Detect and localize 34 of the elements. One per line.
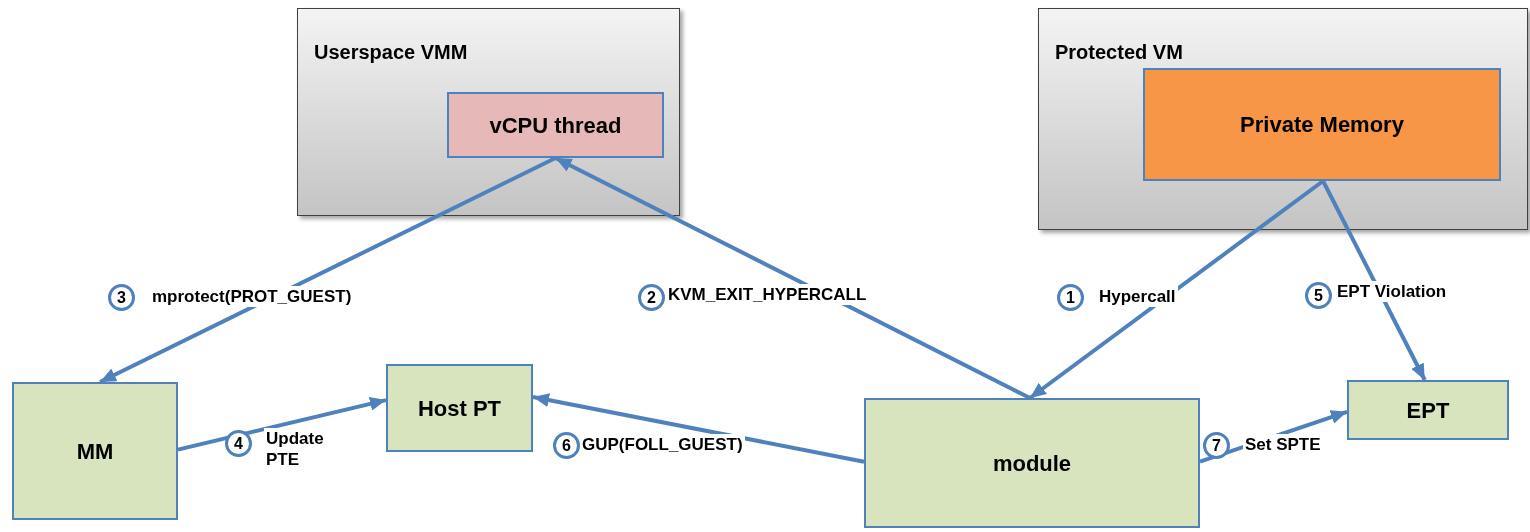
process-box: [447, 92, 664, 158]
node-label: Private Memory: [1240, 111, 1404, 139]
node-label: Host PT: [417, 394, 502, 423]
process-box: [1347, 380, 1509, 440]
node-label: vCPU thread: [489, 111, 622, 140]
node-label: module: [992, 449, 1072, 478]
arrow: [177, 397, 387, 452]
process-box: [386, 364, 533, 452]
step-number: 7: [1203, 432, 1230, 459]
group-title: Userspace VMM: [314, 40, 468, 65]
step-number: 4: [225, 430, 252, 457]
step-number: 1: [1057, 284, 1084, 311]
edge-label: mprotect(PROT_GUEST): [150, 286, 354, 308]
arrow: [554, 156, 1031, 400]
node-label: EPT: [1406, 396, 1450, 425]
process-box: [1143, 68, 1501, 181]
edge-label: Hypercall: [1097, 286, 1178, 308]
step-number: 5: [1305, 282, 1332, 309]
process-box: [12, 382, 178, 520]
step-number: 3: [108, 284, 135, 311]
edge-label: EPT Violation: [1335, 281, 1449, 303]
edge-label: GUP(FOLL_GUEST): [580, 434, 745, 456]
group-title: Protected VM: [1055, 40, 1183, 65]
container-box: [1038, 8, 1528, 230]
process-box: [864, 398, 1200, 528]
arrow: [1028, 179, 1325, 400]
step-number: 2: [638, 284, 665, 311]
arrow: [532, 393, 865, 464]
step-number: 6: [553, 432, 580, 459]
container-box: [297, 8, 680, 216]
node-label: MM: [76, 437, 114, 466]
arrow: [1321, 180, 1427, 381]
edge-label: KVM_EXIT_HYPERCALL: [666, 284, 869, 306]
arrow: [99, 156, 557, 384]
